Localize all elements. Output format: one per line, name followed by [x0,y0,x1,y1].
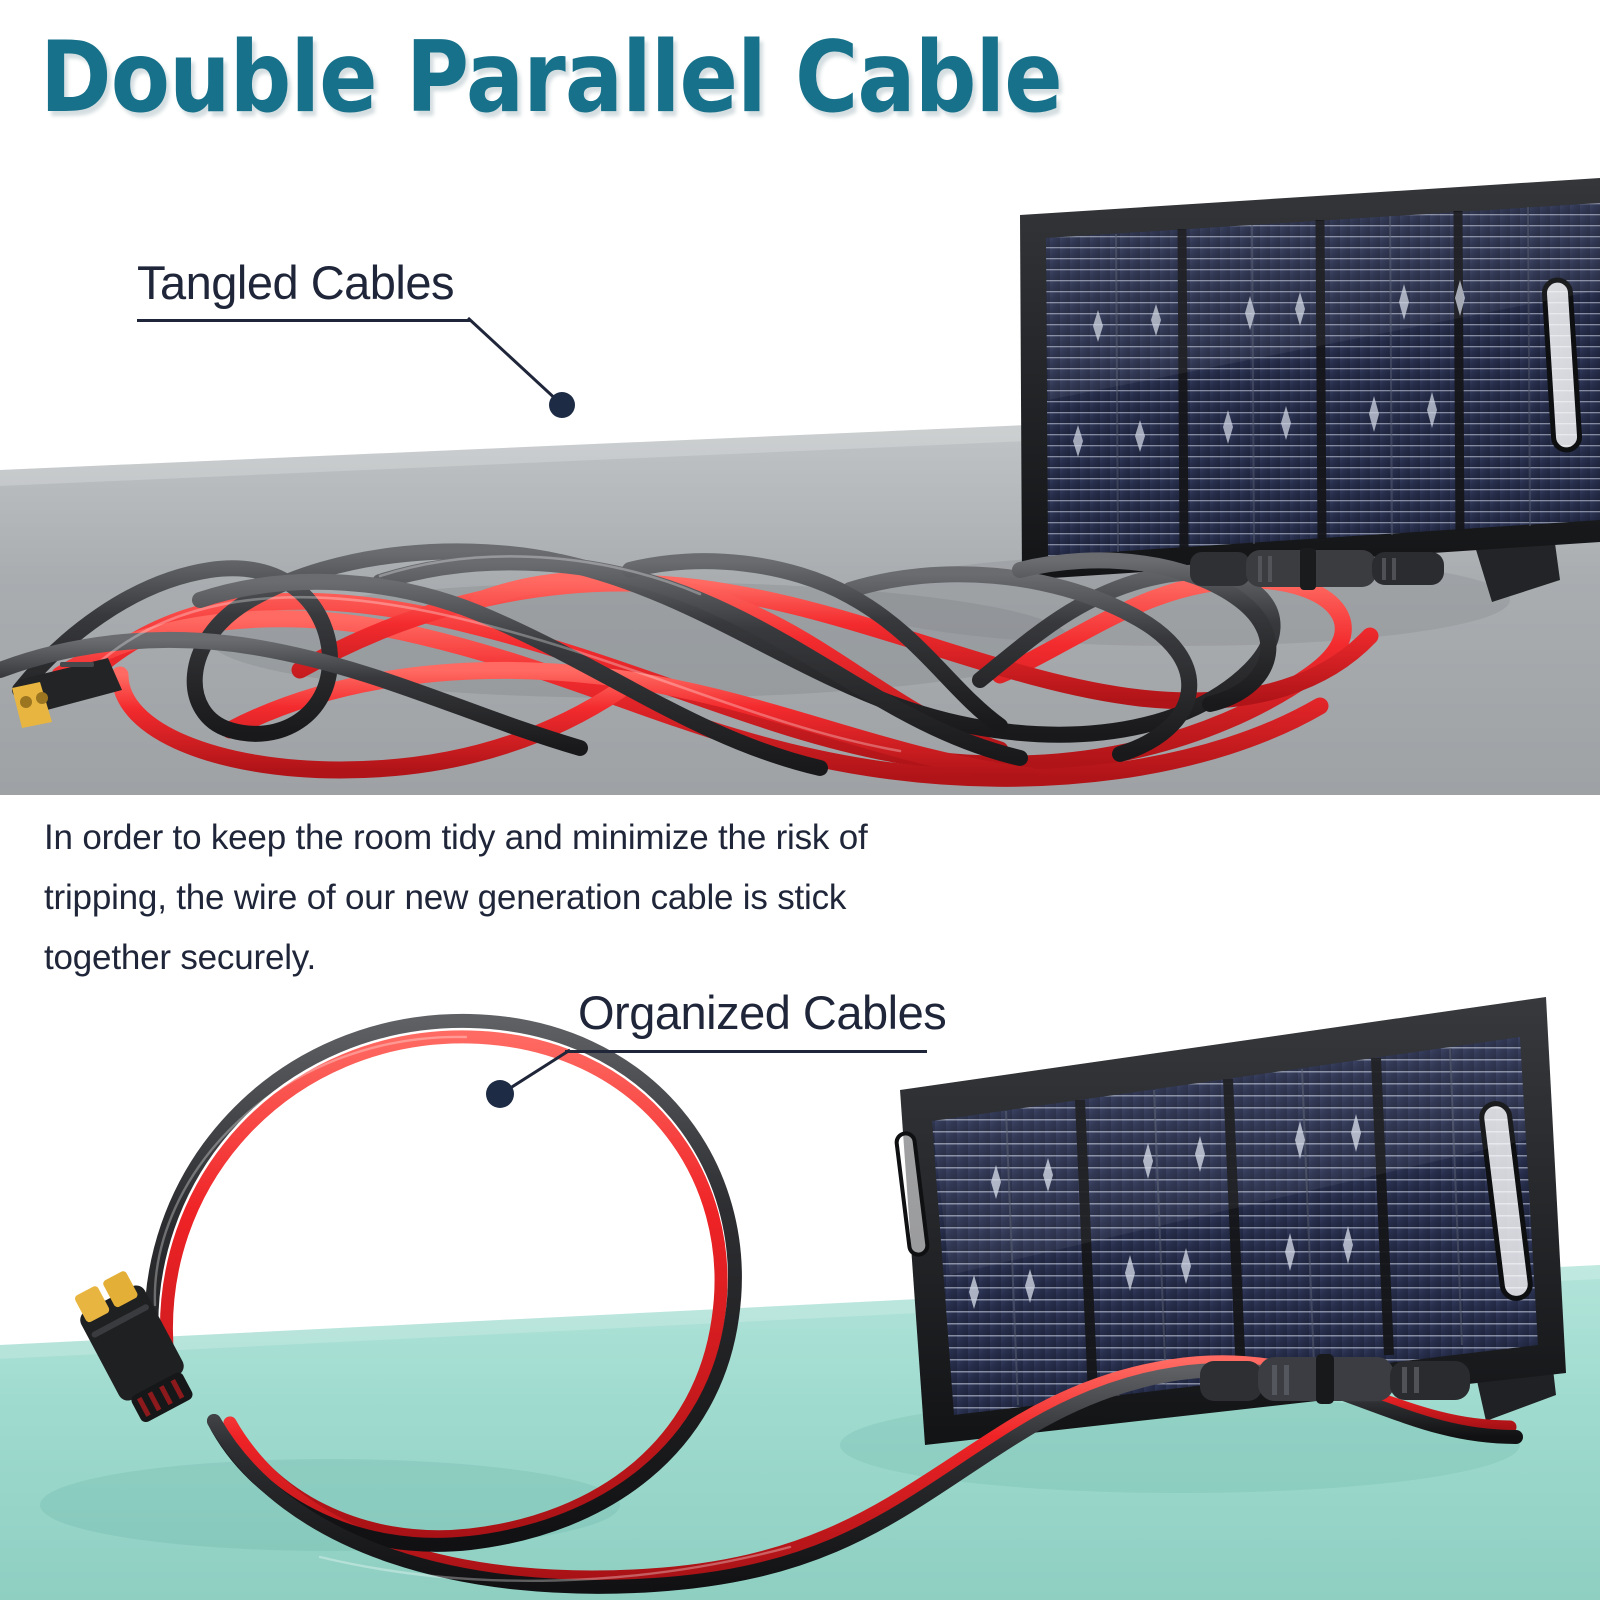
tangled-cables-underline [137,319,471,322]
xt60-connector-top [12,658,122,728]
tangled-cables-leader-line [466,316,575,418]
mc4-connector-pair-top [1190,548,1444,590]
page-title: Double Parallel Cable [40,21,1063,135]
xt60-connector-bottom [74,1271,193,1423]
tangled-cables-anchor-dot [549,392,575,418]
panel-handle-slot [1541,277,1583,453]
organized-cables-leader-line [486,1048,571,1108]
organized-cables-illustration [0,975,1600,1600]
tangled-cables-label: Tangled Cables [137,256,455,309]
solar-panel-top [1020,178,1600,602]
organized-cables-label: Organized Cables [578,986,947,1039]
description-text: In order to keep the room tidy and minim… [44,818,868,977]
panel-handle-slot-left [894,1131,930,1257]
solar-panel-bottom [894,997,1566,1445]
organized-cables-underline [565,1050,927,1053]
tangled-cables-illustration [0,170,1600,795]
panel-handle-slot-right [1479,1101,1533,1301]
description-paragraph: In order to keep the room tidy and minim… [44,808,924,988]
mc4-connector-pair-bottom [1200,1354,1470,1404]
organized-cable-bundle [144,1013,1523,1594]
organized-cables-anchor-dot [486,1080,514,1108]
